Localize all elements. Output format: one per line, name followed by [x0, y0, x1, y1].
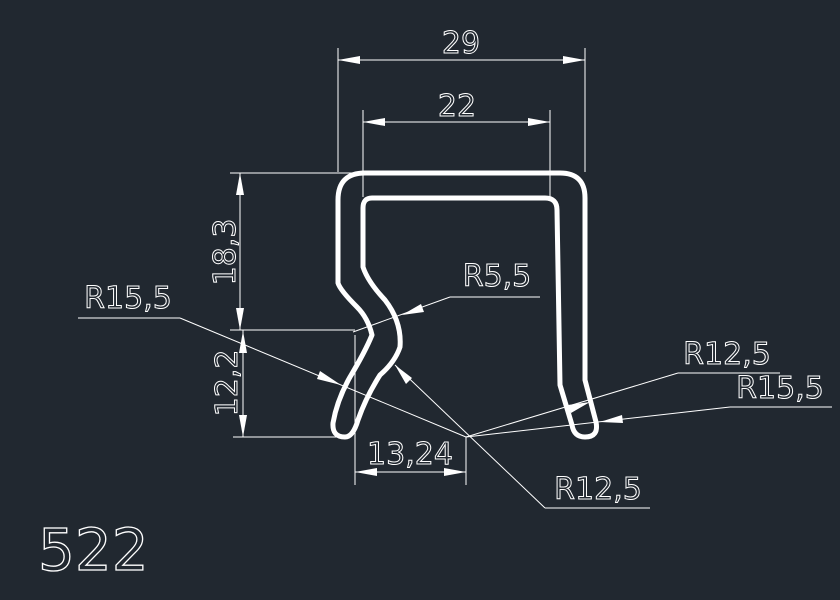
- radius-bottom-label: R12,5: [554, 472, 642, 507]
- dimension-13-24: [354, 335, 467, 485]
- radius-bend-label: R5,5: [463, 259, 532, 294]
- leader-r5-5: [352, 296, 540, 333]
- dimension-lip-offset-label: 13,24: [367, 437, 453, 472]
- dimension-upper-height-label: 18,3: [208, 219, 243, 286]
- profile-outline: [330, 170, 599, 440]
- dimension-18-3: [230, 172, 360, 331]
- dimension-12-2: [233, 330, 345, 438]
- dimension-outer-width-label: 29: [442, 26, 480, 61]
- leader-r15-5-left: [78, 317, 467, 438]
- dimension-lower-height-label: 12,2: [210, 350, 245, 417]
- part-number: 522: [38, 516, 149, 584]
- radius-right-inner-label: R12,5: [683, 337, 771, 372]
- dimension-inner-width-label: 22: [438, 89, 476, 124]
- leader-r12-5-right: [465, 372, 780, 438]
- radius-right-outer-label: R15,5: [736, 371, 824, 406]
- dimension-22: [362, 110, 551, 197]
- leader-r15-5-right: [465, 406, 832, 438]
- dimension-29: [337, 48, 586, 172]
- radius-left-outer-label: R15,5: [84, 281, 172, 316]
